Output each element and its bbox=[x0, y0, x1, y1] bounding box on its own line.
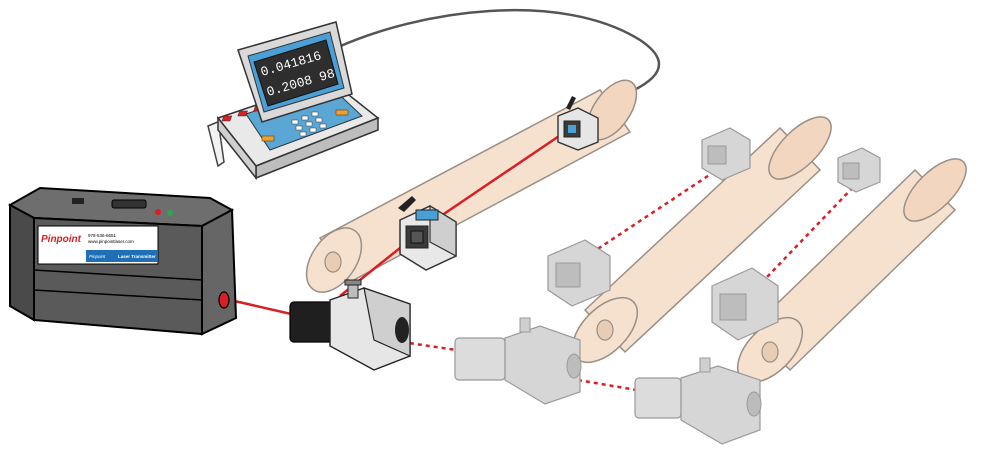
target-inactive-1-far bbox=[701, 127, 751, 181]
roller-3 bbox=[736, 158, 967, 384]
target-active-far bbox=[557, 96, 599, 151]
transmitter-website: www.pinpointlaser.com bbox=[88, 239, 134, 244]
roller-2 bbox=[571, 116, 832, 364]
sensor-inactive-2 bbox=[634, 357, 762, 445]
sensor-active bbox=[289, 279, 411, 371]
target-inactive-2-far bbox=[837, 147, 881, 193]
transmitter-phone: 978-536-6651 bbox=[88, 233, 117, 238]
transmitter-product-tag: Pinpoint bbox=[89, 254, 106, 259]
transmitter-product-label: Laser Transmitter bbox=[118, 254, 156, 259]
transmitter-brand: Pinpoint bbox=[41, 234, 82, 245]
sensor-inactive-1 bbox=[454, 317, 582, 405]
target-inactive-2-near bbox=[711, 267, 779, 341]
laser-transmitter: Pinpoint 978-536-6651 www.pinpointlaser.… bbox=[7, 186, 238, 336]
target-active-near bbox=[398, 196, 457, 271]
target-inactive-1-near bbox=[547, 239, 611, 307]
display-unit: 0.041816 0.2008 98 bbox=[207, 21, 380, 181]
